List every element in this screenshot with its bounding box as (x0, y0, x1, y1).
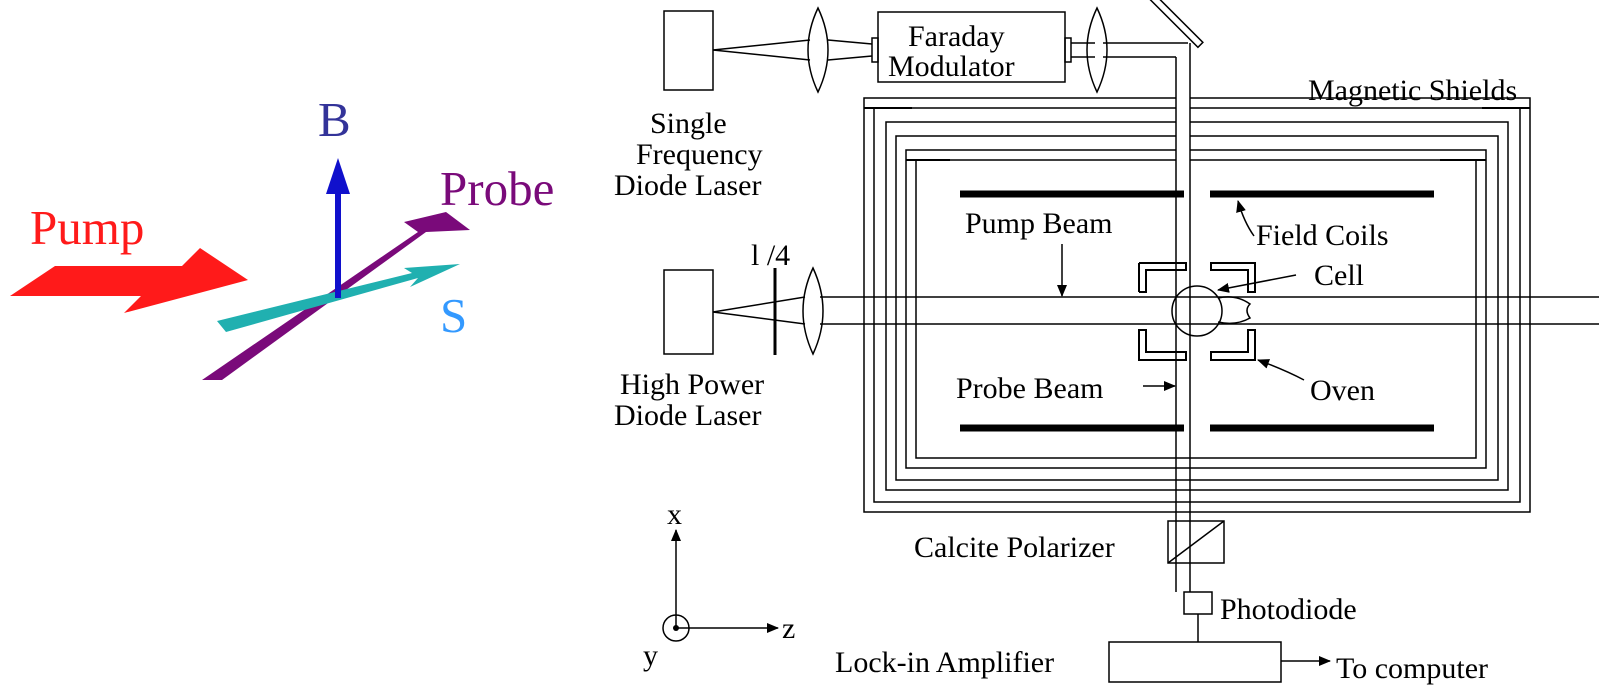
lock-in-box (1108, 641, 1282, 683)
high-power-laser-box (663, 269, 714, 355)
cell (1171, 285, 1252, 337)
axis-z-label: z (782, 612, 795, 645)
to-computer-label: To computer (1336, 652, 1488, 685)
lens-1 (807, 6, 829, 94)
field-coils-leader (1236, 200, 1255, 237)
faraday-label-line2: Modulator (888, 50, 1015, 83)
quarter-wave-label: l /4 (751, 239, 790, 272)
oven-label: Oven (1310, 374, 1375, 407)
photodiode-box (1183, 591, 1213, 615)
faraday-label-line1: Faraday (908, 20, 1005, 53)
probe-label: Probe (440, 161, 554, 216)
single-frequency-label-line1: Single (650, 107, 727, 140)
calcite-polarizer-label: Calcite Polarizer (914, 531, 1115, 564)
single-frequency-label-line3: Diode Laser (614, 169, 761, 202)
photodiode-label: Photodiode (1220, 593, 1357, 626)
probe-laser-path (663, 0, 1204, 592)
axis-y-label: y (643, 639, 658, 672)
high-power-label-line1: High Power (620, 368, 764, 401)
b-label: B (318, 92, 351, 147)
cell-label: Cell (1314, 259, 1364, 292)
single-frequency-laser-box (663, 10, 714, 91)
calcite-polarizer (1167, 520, 1225, 564)
oven-leader (1257, 359, 1305, 381)
lock-in-label: Lock-in Amplifier (835, 646, 1054, 679)
high-power-label-line2: Diode Laser (614, 399, 761, 432)
probe-beam-label: Probe Beam (956, 372, 1103, 405)
lens-2 (1086, 6, 1108, 94)
single-frequency-label-line2: Frequency (636, 138, 763, 171)
mirror (1140, 0, 1204, 49)
lens-3 (802, 266, 824, 356)
pump-arrow (10, 248, 248, 313)
pump-label: Pump (30, 200, 144, 255)
vector-sketch: Pump B Probe S (10, 92, 554, 380)
pump-laser-path (663, 266, 1599, 356)
b-arrow-head (326, 158, 350, 194)
magnetic-shields-label: Magnetic Shields (1308, 74, 1517, 107)
field-coils-label: Field Coils (1256, 219, 1389, 252)
magnetic-shields (863, 97, 1531, 513)
pump-beam-label: Pump Beam (965, 207, 1113, 240)
coordinate-axes: x y z (643, 498, 795, 672)
cell-leader (1217, 274, 1297, 293)
axis-x-label: x (667, 498, 682, 531)
oven (1138, 262, 1256, 361)
s-label: S (440, 288, 467, 343)
